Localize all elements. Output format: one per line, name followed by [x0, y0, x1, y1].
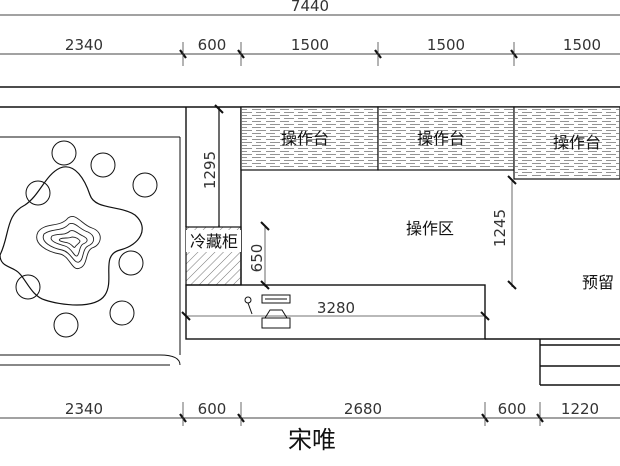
dim-overall-width: 7440	[291, 0, 329, 15]
front-counter: 3280	[181, 284, 490, 340]
dim-650-label: 650	[248, 244, 266, 273]
dim-3280-label: 3280	[317, 299, 355, 317]
dim-top-600: 600	[198, 36, 227, 54]
top-dimension-chain: 7440 2340 600 1500 1500 1500	[0, 0, 620, 66]
counter-label-3: 操作台	[553, 133, 601, 152]
work-area-label: 操作区	[406, 219, 454, 238]
dim-bottom-1220: 1220	[561, 400, 599, 418]
fridge-block: 冷藏柜	[185, 226, 242, 286]
bottom-dimension-chain: 2340 600 2680 600 1220	[0, 400, 620, 426]
dim-1295-label: 1295	[201, 151, 219, 189]
cash-register-icon	[244, 294, 291, 329]
dim-1245: 1245	[491, 175, 517, 290]
dim-top-1500-b: 1500	[427, 36, 465, 54]
counter-label-2: 操作台	[417, 129, 465, 148]
author-signature: 宋唯	[288, 426, 336, 454]
dim-1295: 1295	[201, 104, 224, 225]
counter-section: 操作台 操作台 操作台	[240, 106, 620, 180]
pond-outline	[0, 166, 143, 306]
dim-top-1500-c: 1500	[563, 36, 601, 54]
dim-bottom-2680: 2680	[344, 400, 382, 418]
reserved-label: 预留	[582, 273, 614, 292]
dim-top-2340: 2340	[65, 36, 103, 54]
top-wall	[0, 86, 620, 108]
dim-top-1500-a: 1500	[291, 36, 329, 54]
garden-area	[0, 136, 181, 366]
stepping-stones	[15, 140, 158, 338]
counter-label-1: 操作台	[281, 129, 329, 148]
dim-bottom-600-b: 600	[498, 400, 527, 418]
dim-bottom-2340: 2340	[65, 400, 103, 418]
contour-blob	[36, 216, 101, 270]
dim-650: 650	[248, 221, 270, 290]
dim-bottom-600-a: 600	[198, 400, 227, 418]
right-step	[485, 338, 620, 386]
fridge-label: 冷藏柜	[190, 232, 238, 251]
dim-1245-label: 1245	[491, 209, 509, 247]
